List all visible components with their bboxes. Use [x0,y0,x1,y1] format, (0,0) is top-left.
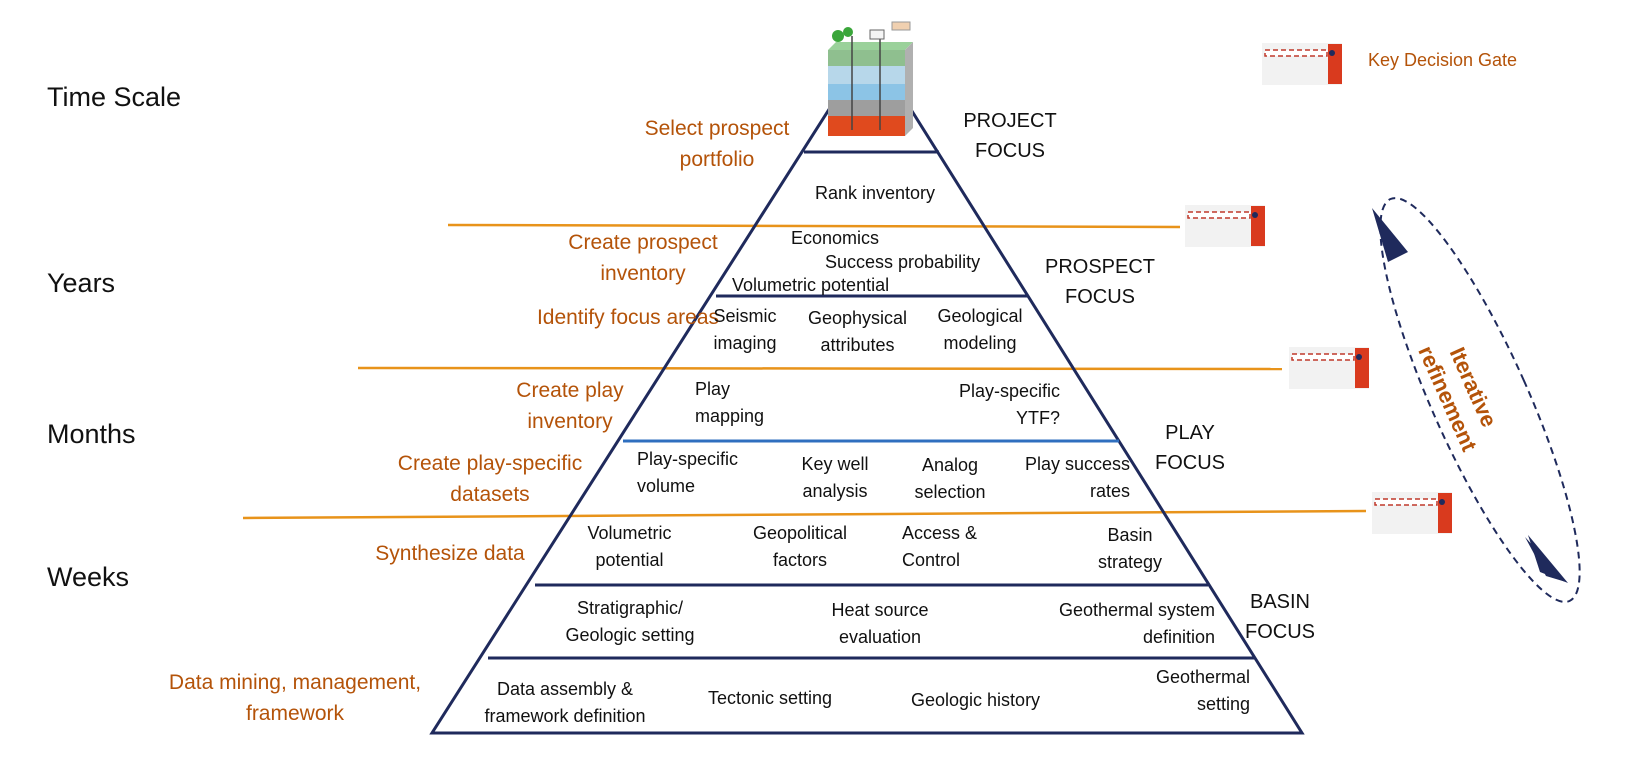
cell-seismic-imaging: Seismic imaging [713,306,777,353]
cell-play-success-rates: Play success rates [1024,454,1130,501]
cell-success-probability: Success probability [825,252,981,272]
gate-line-1 [447,223,1181,229]
cell-play-specific-volume: Play-specific volume [637,449,739,496]
gate-line-2 [357,366,1283,371]
step-data-mining: Data mining, management, framework [168,671,422,725]
step-create-play-specific-datasets: Create play-specific datasets [397,452,583,506]
focus-basin: BASIN FOCUS [1245,591,1315,643]
cell-geopolitical-factors: Geopolitical factors [752,523,848,570]
time-level-months: Months [47,419,136,449]
cell-geothermal-setting: Geothermal setting [1155,667,1250,714]
cell-geothermal-system-definition: Geothermal system definition [1058,600,1215,647]
gate-icon-legend [1262,43,1342,85]
cell-key-well-analysis: Key well analysis [801,454,869,501]
focus-play: PLAY FOCUS [1155,422,1225,474]
focus-prospect: PROSPECT FOCUS [1044,256,1156,308]
cell-play-specific-ytf: Play-specific YTF? [958,381,1060,428]
cell-stratigraphic-setting: Stratigraphic/ Geologic setting [565,598,695,645]
step-synthesize-data: Synthesize data [375,542,525,565]
focus-project: PROJECT FOCUS [963,110,1057,162]
time-scale-title: Time Scale [47,82,182,112]
step-identify-focus-areas: Identify focus areas [536,306,720,329]
cell-volumetric-potential-top: Volumetric potential [732,275,890,295]
cell-tectonic-setting: Tectonic setting [708,688,833,708]
gate-icon-3 [1372,492,1452,534]
cell-geologic-history: Geologic history [911,690,1041,710]
legend-key-decision-gate: Key Decision Gate [1368,50,1518,70]
cell-economics: Economics [791,228,880,248]
cell-geological-modeling: Geological modeling [937,306,1023,353]
cell-geophysical-attributes: Geophysical attributes [807,308,908,355]
cell-play-mapping: Play mapping [695,379,765,426]
step-create-prospect-inventory: Create prospect inventory [568,231,718,285]
time-level-years: Years [47,268,116,298]
cell-heat-source-evaluation: Heat source evaluation [831,600,929,647]
iteration-loop [1379,197,1581,603]
gate-icon-2 [1289,347,1369,389]
gate-line-3 [242,509,1367,520]
cell-data-assembly: Data assembly & framework definition [484,679,646,726]
cell-rank-inventory: Rank inventory [814,183,936,203]
step-select-prospect-portfolio: Select prospect portfolio [644,117,790,171]
loop-arrow-top [1372,208,1408,262]
cell-basin-strategy: Basin strategy [1097,525,1163,572]
cell-volumetric-potential: Volumetric potential [587,523,672,570]
cell-access-control: Access & Control [902,523,978,570]
gate-icon-1 [1185,205,1265,247]
step-create-play-inventory: Create play inventory [516,379,624,433]
cell-analog-selection: Analog selection [914,455,986,502]
time-level-weeks: Weeks [47,562,130,592]
geothermal-block-icon [828,21,913,136]
